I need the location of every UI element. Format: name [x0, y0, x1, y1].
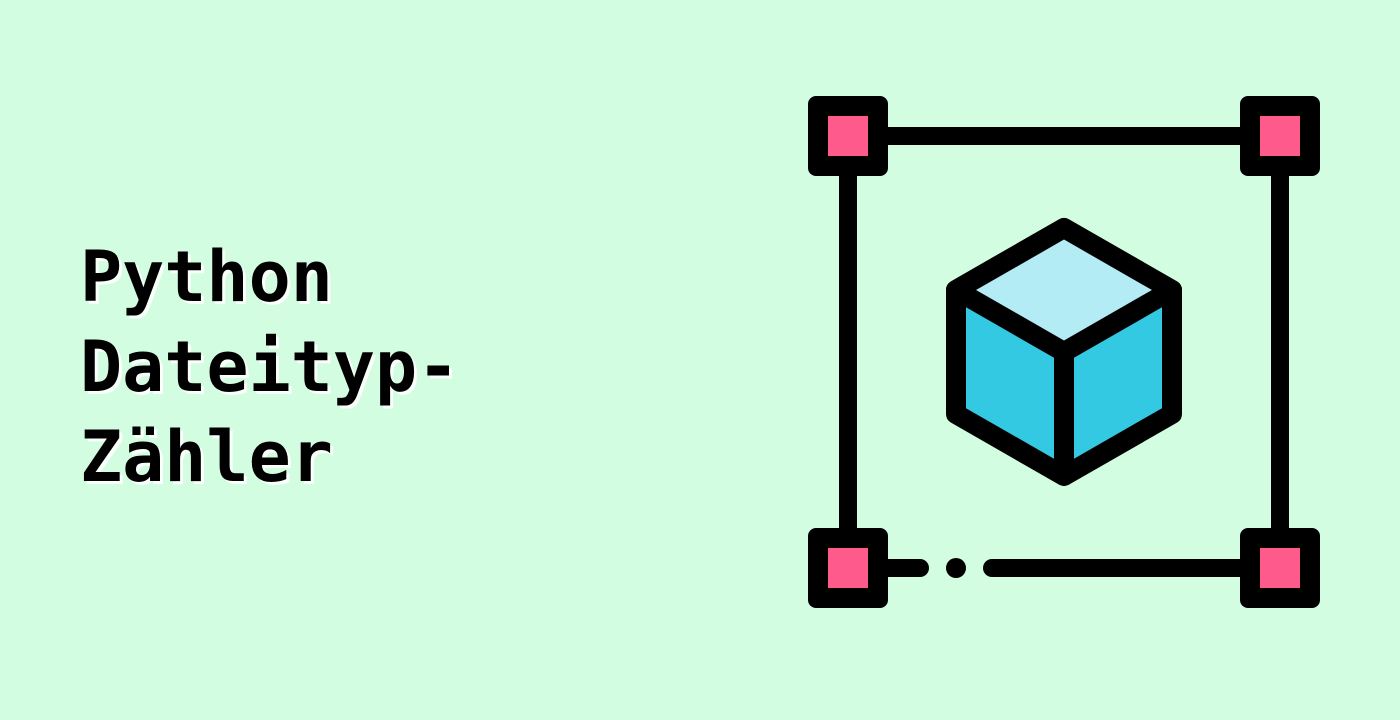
frame-dot — [946, 558, 966, 578]
cube — [946, 218, 1182, 486]
handle-top-left — [808, 96, 888, 176]
title-line-1: Python — [80, 236, 333, 318]
frame-lines — [839, 127, 1289, 577]
handle-bottom-right — [1240, 528, 1320, 608]
bounding-box-cube-icon — [800, 96, 1328, 616]
corner-handles — [808, 96, 1320, 608]
handle-top-right — [1240, 96, 1320, 176]
title-line-3: Zähler — [80, 416, 333, 498]
handle-bottom-left — [808, 528, 888, 608]
page-title: Python Dateityp- Zähler — [80, 232, 700, 502]
title-line-2: Dateityp- — [80, 326, 460, 408]
